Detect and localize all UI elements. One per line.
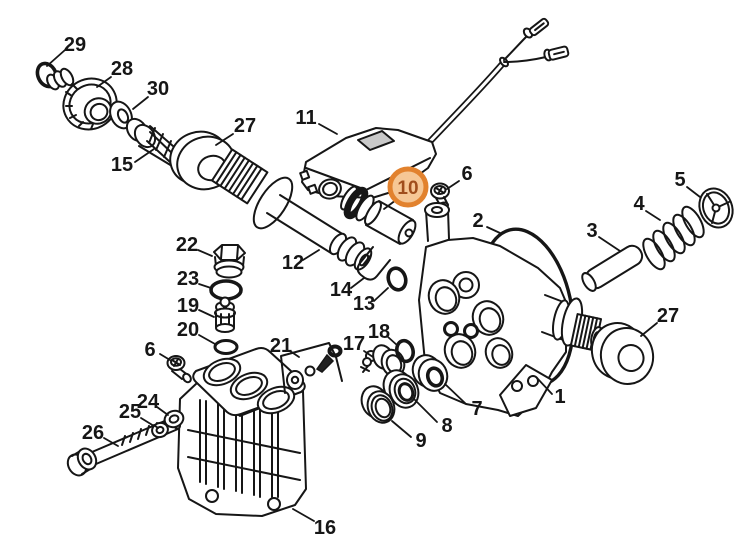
svg-text:27: 27 xyxy=(234,115,256,137)
part-spring-retainer-5 xyxy=(698,187,734,229)
part-washer-24 xyxy=(163,409,185,429)
callout-12[interactable]: 12 xyxy=(282,249,320,274)
svg-text:23: 23 xyxy=(177,268,199,290)
part-spring-4 xyxy=(642,205,705,271)
callout-5[interactable]: 5 xyxy=(674,169,701,198)
svg-text:27: 27 xyxy=(657,305,679,327)
svg-text:28: 28 xyxy=(111,58,133,80)
callout-23[interactable]: 23 xyxy=(177,268,212,290)
callout-1[interactable]: 1 xyxy=(536,377,566,408)
svg-text:10: 10 xyxy=(397,178,418,199)
callout-28[interactable]: 28 xyxy=(96,58,133,88)
callout-27-right[interactable]: 27 xyxy=(640,305,679,337)
part-plug-22 xyxy=(213,244,246,279)
callout-24[interactable]: 24 xyxy=(137,391,169,416)
part-cylinder-head-16 xyxy=(177,347,307,517)
part-unloader-valve-10 xyxy=(340,185,417,245)
callout-25[interactable]: 25 xyxy=(119,401,155,427)
svg-text:22: 22 xyxy=(176,234,198,256)
svg-text:12: 12 xyxy=(282,252,304,274)
part-screw-6-bottom xyxy=(166,355,192,384)
svg-text:19: 19 xyxy=(177,295,199,317)
svg-text:15: 15 xyxy=(111,154,133,176)
part-pump-housing-1 xyxy=(418,202,604,417)
svg-text:6: 6 xyxy=(461,163,472,185)
svg-text:6: 6 xyxy=(144,339,155,361)
part-kit-21 xyxy=(280,342,343,394)
part-screw-6-top xyxy=(430,182,450,209)
svg-text:26: 26 xyxy=(82,422,104,444)
callout-16[interactable]: 16 xyxy=(292,508,336,539)
svg-text:7: 7 xyxy=(471,398,482,420)
part-coupling-nut-28 xyxy=(46,67,118,131)
svg-text:21: 21 xyxy=(270,335,292,357)
svg-text:30: 30 xyxy=(147,78,169,100)
callout-2[interactable]: 2 xyxy=(472,210,501,234)
svg-text:25: 25 xyxy=(119,401,141,423)
svg-text:13: 13 xyxy=(353,293,375,315)
svg-text:29: 29 xyxy=(64,34,86,56)
part-outlet-pipe-12 xyxy=(211,148,373,271)
svg-text:3: 3 xyxy=(586,220,597,242)
part-retaining-clip-14 xyxy=(356,246,391,281)
part-pressure-switch-11 xyxy=(299,17,570,200)
svg-text:9: 9 xyxy=(415,430,426,452)
svg-text:1: 1 xyxy=(554,386,565,408)
callout-8[interactable]: 8 xyxy=(413,398,453,437)
svg-text:8: 8 xyxy=(441,415,452,437)
callout-19[interactable]: 19 xyxy=(177,295,215,318)
svg-text:14: 14 xyxy=(330,279,353,301)
callout-10-highlighted[interactable]: 10 xyxy=(383,166,429,210)
callout-30[interactable]: 30 xyxy=(132,78,169,110)
part-valve-19 xyxy=(214,296,236,333)
callout-9[interactable]: 9 xyxy=(391,420,427,452)
callout-7[interactable]: 7 xyxy=(444,383,483,420)
svg-text:18: 18 xyxy=(368,321,390,343)
callout-18[interactable]: 18 xyxy=(368,321,399,347)
part-washer-30 xyxy=(109,100,133,130)
part-seal-8 xyxy=(382,369,420,409)
callout-29[interactable]: 29 xyxy=(46,34,86,67)
callout-4[interactable]: 4 xyxy=(633,193,661,221)
callout-6-bottom[interactable]: 6 xyxy=(144,339,171,361)
svg-text:16: 16 xyxy=(314,517,336,539)
callout-20[interactable]: 20 xyxy=(177,319,216,345)
svg-text:24: 24 xyxy=(137,391,160,413)
svg-text:5: 5 xyxy=(674,169,685,191)
svg-text:17: 17 xyxy=(343,333,365,355)
svg-text:11: 11 xyxy=(295,107,316,129)
callout-14[interactable]: 14 xyxy=(330,277,365,301)
callout-22[interactable]: 22 xyxy=(176,234,213,257)
part-o-ring-20 xyxy=(213,339,239,355)
callout-17[interactable]: 17 xyxy=(343,333,374,358)
part-seal-7 xyxy=(411,354,449,392)
callout-26[interactable]: 26 xyxy=(82,422,119,447)
callout-13[interactable]: 13 xyxy=(353,287,389,315)
svg-text:20: 20 xyxy=(177,319,199,341)
part-piston-rod-3 xyxy=(581,244,644,292)
part-o-ring-13 xyxy=(386,266,408,292)
callout-15[interactable]: 15 xyxy=(111,148,155,176)
callout-21[interactable]: 21 xyxy=(270,335,300,358)
callout-11[interactable]: 11 xyxy=(295,107,338,135)
callout-27-left[interactable]: 27 xyxy=(215,115,256,146)
callout-3[interactable]: 3 xyxy=(586,220,621,252)
svg-text:4: 4 xyxy=(633,193,645,215)
part-o-ring-18 xyxy=(395,338,415,364)
callouts: 29 28 30 15 27 11 6 2 xyxy=(46,34,701,539)
part-seal-9 xyxy=(360,385,396,424)
highlight-ring xyxy=(387,166,429,208)
part-seal-ring-27-right xyxy=(590,322,655,385)
callout-6-top[interactable]: 6 xyxy=(446,163,473,190)
svg-text:2: 2 xyxy=(472,210,483,232)
part-o-ring-23 xyxy=(209,279,243,301)
